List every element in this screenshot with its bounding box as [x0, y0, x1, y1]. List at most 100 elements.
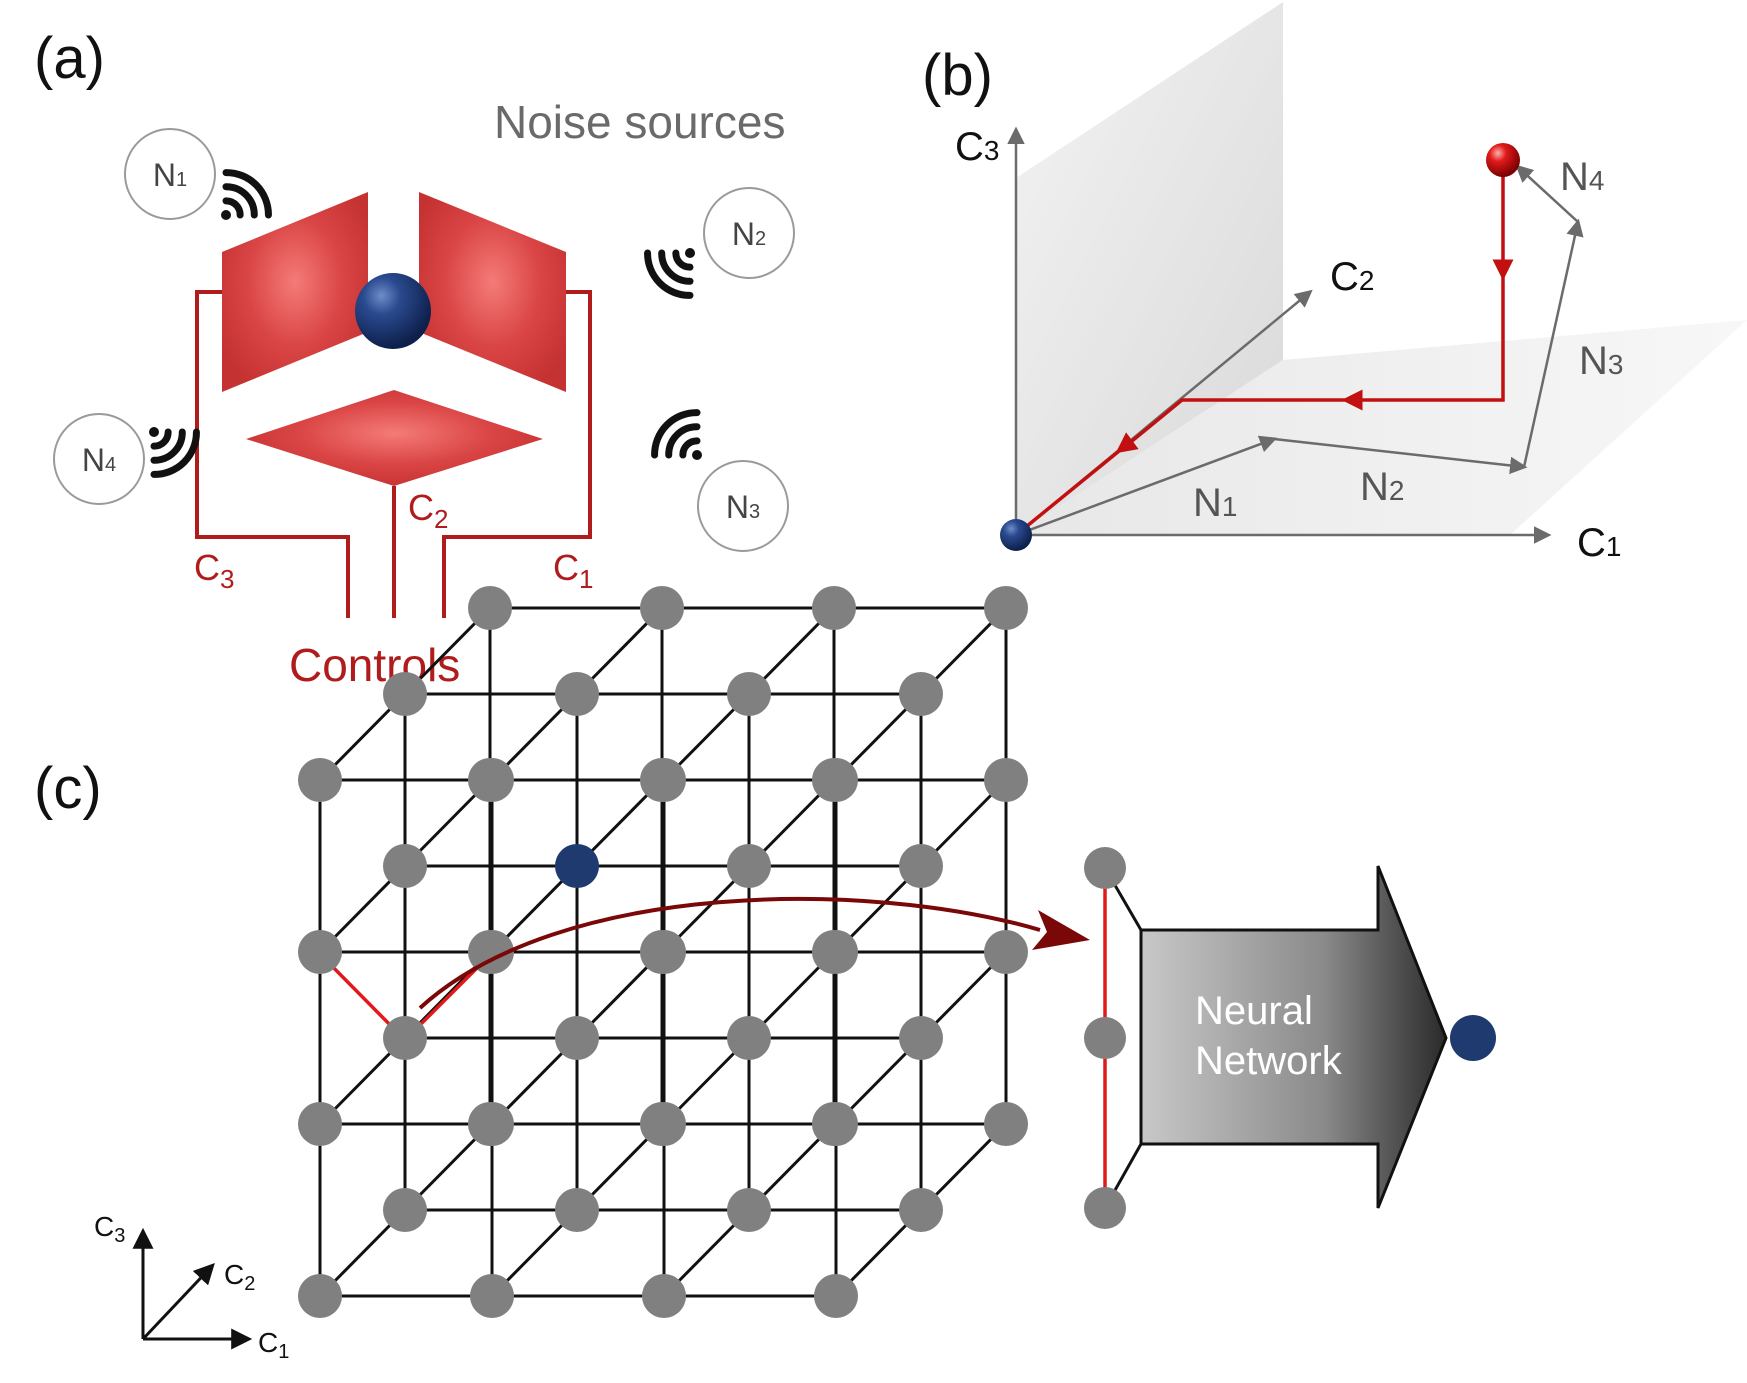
signal-wave-icon — [150, 428, 200, 478]
lattice-node — [642, 758, 686, 802]
signal-wave-icon — [651, 409, 701, 459]
axis-c1-label: C1 — [1577, 521, 1621, 565]
signal-wave-icon — [149, 427, 159, 437]
lattice-node — [899, 1016, 943, 1060]
lattice-node — [298, 758, 342, 802]
floor-plane — [1016, 320, 1747, 535]
control-wires — [195, 290, 592, 618]
lattice-node — [814, 758, 858, 802]
neural-network-arrow — [1139, 865, 1448, 1209]
noise-step-n2: N2 — [1360, 465, 1404, 509]
lattice-node — [555, 1188, 599, 1232]
lattice-node — [298, 1274, 342, 1318]
mapping-arrow-head — [1032, 910, 1090, 950]
noise-step-n1: N1 — [1193, 481, 1237, 525]
panel-a: (a) Noise sources N1 N2 N3 N4 — [34, 26, 795, 691]
input-node — [1084, 1017, 1126, 1059]
signal-wave-icon — [221, 210, 231, 220]
output-qubit-node — [1450, 1015, 1496, 1061]
lattice-node — [984, 758, 1028, 802]
mapping-arrow — [418, 896, 1041, 1010]
lattice-node — [899, 672, 943, 716]
lattice-node — [470, 1274, 514, 1318]
noise-n2-sub: 2 — [755, 228, 766, 250]
lattice-node — [470, 758, 514, 802]
lattice-node — [383, 844, 427, 888]
lattice-node — [640, 586, 684, 630]
noise-source-n3: N3 — [697, 460, 789, 552]
lattice-nodes — [298, 586, 1028, 1318]
mini-axis-c3: C3 — [94, 1211, 125, 1247]
input-node — [1084, 847, 1126, 889]
panel-c-label: (c) — [34, 756, 102, 821]
noise-n1-name: N — [153, 157, 176, 193]
lattice-node — [383, 672, 427, 716]
axis-c3-label: C3 — [955, 125, 999, 169]
panel-b: (b) C3 C2 C1 N1 N2 N3 N4 — [922, 2, 1747, 565]
signal-wave-icon — [222, 169, 272, 219]
svg-text:N1: N1 — [153, 157, 187, 193]
lattice-node — [383, 1188, 427, 1232]
neural-network-label-line1: Neural — [1195, 989, 1313, 1033]
panel-a-label: (a) — [34, 26, 105, 91]
control-label-c2: C2 — [408, 487, 448, 534]
noise-trajectory — [1015, 164, 1584, 537]
lattice-node — [984, 930, 1028, 974]
lattice-node — [899, 844, 943, 888]
panel-b-label: (b) — [922, 43, 993, 108]
neighbor-stack — [1084, 847, 1143, 1229]
lattice-node — [555, 1016, 599, 1060]
control-label-c3: C3 — [194, 547, 234, 594]
noise-step-n3: N3 — [1579, 339, 1623, 383]
noise-step-n4: N4 — [1560, 155, 1604, 199]
noise-n4-name: N — [82, 442, 105, 478]
panel-c: (c) Neural Network C3 C2 — [34, 586, 1496, 1363]
mini-axis-c2: C2 — [224, 1259, 255, 1295]
lattice-node — [814, 1102, 858, 1146]
lattice-node — [470, 1102, 514, 1146]
mini-axes — [132, 1227, 253, 1350]
control-trajectory — [1014, 168, 1514, 537]
svg-text:N4: N4 — [82, 442, 116, 478]
lattice-node — [984, 586, 1028, 630]
start-state-sphere — [1000, 519, 1032, 551]
lattice-node — [899, 1188, 943, 1232]
control-label-c1: C1 — [553, 547, 593, 594]
lattice-node — [727, 844, 771, 888]
noise-n2-name: N — [732, 216, 755, 252]
lattice-node — [383, 1016, 427, 1060]
lattice-node — [298, 1102, 342, 1146]
lattice-node — [468, 586, 512, 630]
noise-source-n2: N2 — [703, 187, 795, 279]
lattice-node — [727, 1016, 771, 1060]
noise-source-n1: N1 — [124, 128, 216, 220]
lattice-node — [812, 586, 856, 630]
lattice-node — [984, 1102, 1028, 1146]
axis-c2-label: C2 — [1330, 255, 1374, 299]
svg-text:N2: N2 — [732, 216, 766, 252]
perturbed-state-sphere — [1486, 143, 1520, 177]
svg-text:N3: N3 — [726, 489, 760, 525]
lattice-node — [814, 1274, 858, 1318]
target-qubit-node — [555, 844, 599, 888]
mini-axis-c1: C1 — [258, 1327, 289, 1363]
noise-source-n4: N4 — [53, 413, 145, 505]
right-electrode-plate — [419, 192, 566, 392]
left-electrode-plate — [222, 192, 368, 392]
lattice-node — [814, 930, 858, 974]
signal-wave-icon — [644, 249, 694, 299]
lattice-node — [555, 672, 599, 716]
noise-n3-name: N — [726, 489, 749, 525]
noise-n4-sub: 4 — [105, 454, 116, 476]
lattice-node — [642, 1274, 686, 1318]
signal-wave-icon — [685, 248, 695, 258]
lattice-node — [727, 1188, 771, 1232]
noise-n3-sub: 3 — [749, 501, 760, 523]
qubit-sphere — [355, 273, 431, 349]
neural-network-label-line2: Network — [1195, 1039, 1343, 1083]
bottom-electrode-plate — [246, 390, 543, 486]
lattice-node — [727, 672, 771, 716]
lattice-node — [298, 930, 342, 974]
signal-wave-icon — [692, 450, 702, 460]
